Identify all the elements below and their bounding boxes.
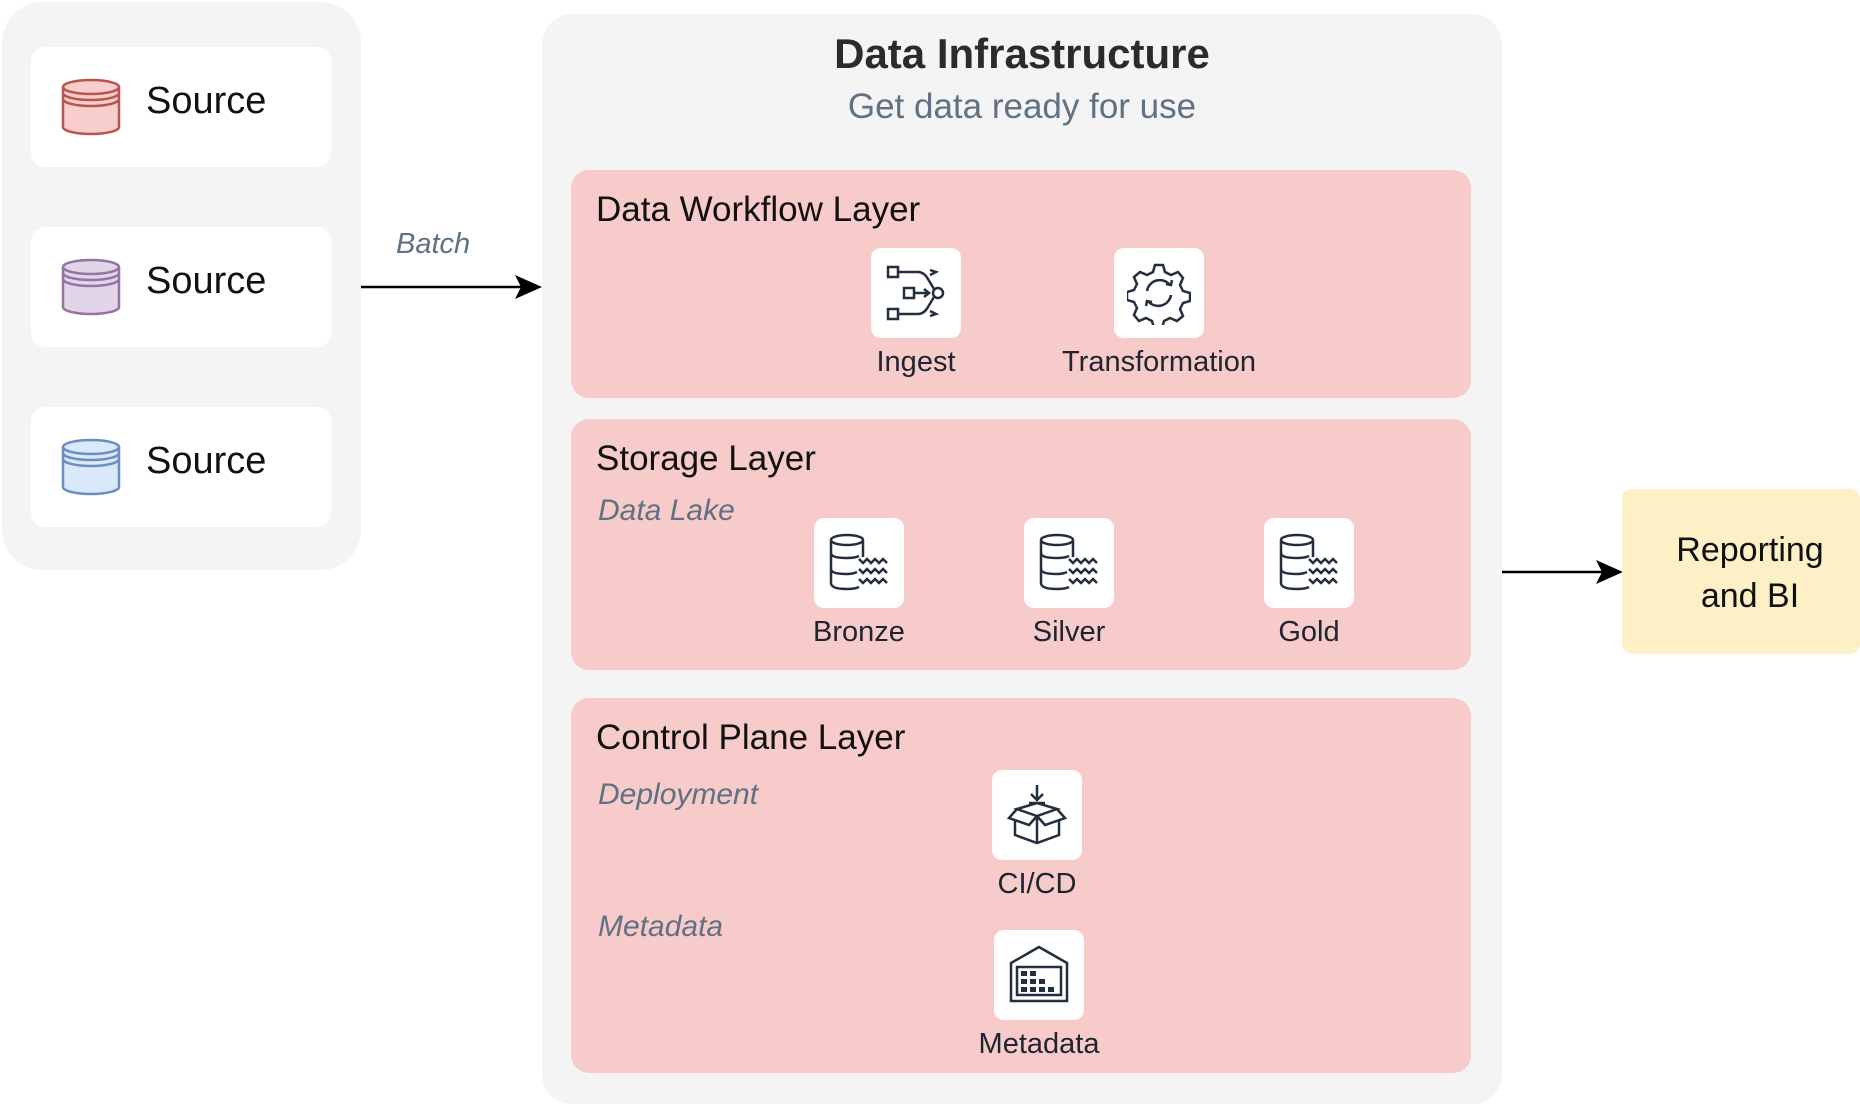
database-icon xyxy=(61,258,121,316)
metadata-tile[interactable] xyxy=(994,930,1084,1020)
source-card-3[interactable]: Source xyxy=(31,407,331,527)
ingest-tile[interactable] xyxy=(871,248,961,338)
layer-title: Control Plane Layer xyxy=(596,718,906,757)
metadata-label: Metadata xyxy=(978,1028,1100,1060)
source-card-1[interactable]: Source xyxy=(31,47,331,167)
output-arrow xyxy=(1502,560,1623,584)
database-icon xyxy=(61,78,121,136)
reporting-line-2: and BI xyxy=(1700,577,1800,615)
data-lake-icon xyxy=(829,533,888,591)
deployment-label: Deployment xyxy=(598,778,759,811)
control-plane-layer: Control Plane Layer Deployment Metadata … xyxy=(571,698,1471,1073)
bronze-tile[interactable] xyxy=(814,518,904,608)
storage-layer: Storage Layer Data Lake Bronze Silver xyxy=(571,419,1471,670)
reporting-label: Reporting and BI xyxy=(1622,527,1860,619)
batch-arrow xyxy=(361,275,542,299)
gear-refresh-icon xyxy=(1127,263,1191,325)
data-lake-icon xyxy=(1039,533,1098,591)
transformation-tile[interactable] xyxy=(1114,248,1204,338)
infrastructure-title: Data Infrastructure xyxy=(834,30,1210,77)
batch-label: Batch xyxy=(396,228,471,260)
data-workflow-layer: Data Workflow Layer Ingest Transformatio… xyxy=(571,170,1471,398)
workflow-ingest-icon xyxy=(886,265,945,321)
transformation-label: Transformation xyxy=(1062,346,1256,378)
silver-label: Silver xyxy=(1032,616,1106,648)
database-icon xyxy=(61,438,121,496)
source-card-2[interactable]: Source xyxy=(31,227,331,347)
data-lake-icon xyxy=(1279,533,1338,591)
infrastructure-subtitle: Get data ready for use xyxy=(847,87,1197,126)
gold-label: Gold xyxy=(1278,616,1340,648)
silver-tile[interactable] xyxy=(1024,518,1114,608)
source-label: Source xyxy=(146,440,267,482)
cicd-tile[interactable] xyxy=(992,770,1082,860)
data-lake-label: Data Lake xyxy=(598,494,735,527)
bronze-label: Bronze xyxy=(813,616,905,648)
layer-title: Data Workflow Layer xyxy=(596,190,921,229)
reporting-line-1: Reporting xyxy=(1676,531,1824,569)
metadata-section-label: Metadata xyxy=(598,910,724,943)
source-label: Source xyxy=(146,260,267,302)
source-label: Source xyxy=(146,80,267,122)
layer-title: Storage Layer xyxy=(596,439,816,478)
ingest-label: Ingest xyxy=(876,346,956,378)
cicd-label: CI/CD xyxy=(997,868,1077,900)
reporting-bi-box[interactable]: Reporting and BI xyxy=(1622,489,1860,654)
gold-tile[interactable] xyxy=(1264,518,1354,608)
package-deploy-icon xyxy=(1006,785,1068,845)
warehouse-catalog-icon xyxy=(1009,945,1069,1003)
